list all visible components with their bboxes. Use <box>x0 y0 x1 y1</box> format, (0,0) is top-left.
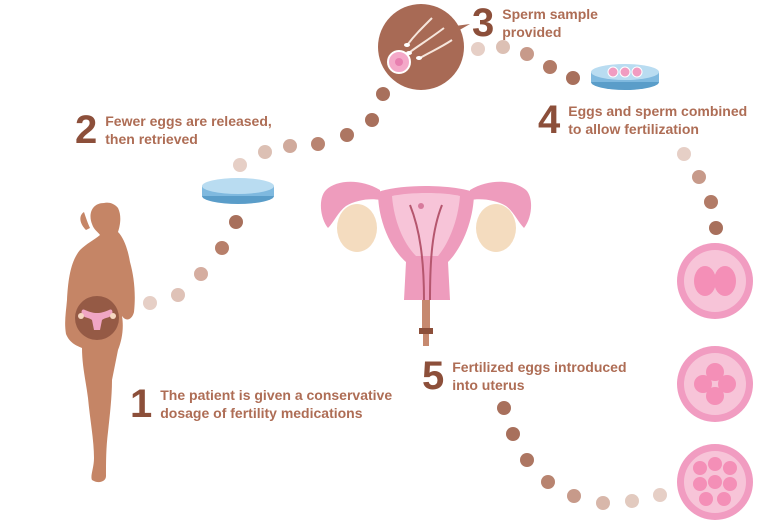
step-2-number: 2 <box>75 108 98 152</box>
step-5: 5 Fertilized eggs introduced into uterus <box>422 354 627 398</box>
step-5-number: 5 <box>422 354 445 398</box>
step-2-line-1: Fewer eggs are released, <box>105 113 272 129</box>
dotted-path-4-to-embryos <box>677 147 723 235</box>
step-5-text: Fertilized eggs introduced into uterus <box>452 358 626 394</box>
step-4-line-2: to allow fertilization <box>568 121 699 137</box>
uterus-illustration <box>320 181 532 301</box>
uterus-badge-icon <box>78 309 116 330</box>
step-1: 1 The patient is given a conservative do… <box>130 382 392 426</box>
step-5-line-2: into uterus <box>452 377 525 393</box>
patient-silhouette <box>65 202 135 483</box>
step-3: 3 Sperm sample provided <box>472 1 598 45</box>
step-3-number: 3 <box>472 1 495 45</box>
sperm-tail-icon <box>455 24 470 32</box>
petri-dish-with-eggs <box>591 64 659 90</box>
step-3-line-1: Sperm sample <box>502 6 598 22</box>
step-1-number: 1 <box>130 382 153 426</box>
step-3-line-2: provided <box>502 24 562 40</box>
embryo-eight-cell <box>677 444 753 520</box>
step-1-text: The patient is given a conservative dosa… <box>160 386 392 422</box>
dotted-path-embryos-to-5 <box>497 401 667 510</box>
dotted-path-1-to-2 <box>143 215 243 310</box>
petri-dish-empty <box>202 178 274 204</box>
step-1-line-2: dosage of fertility medications <box>160 405 363 421</box>
embryo-four-cell <box>677 346 753 422</box>
step-1-line-1: The patient is given a conservative <box>160 387 393 403</box>
step-5-line-1: Fertilized eggs introduced <box>452 359 627 375</box>
step-4-line-1: Eggs and sperm combined <box>568 103 748 119</box>
step-2-text: Fewer eggs are released, then retrieved <box>105 112 272 148</box>
dotted-path-3-to-4 <box>471 40 580 85</box>
step-4-number: 4 <box>538 98 561 142</box>
step-3-text: Sperm sample provided <box>502 5 598 41</box>
step-4: 4 Eggs and sperm combined to allow ferti… <box>538 98 747 142</box>
dotted-path-2-to-3 <box>233 87 390 172</box>
sperm-sample-icon <box>378 4 464 90</box>
embryo-two-cell <box>677 243 753 319</box>
step-2: 2 Fewer eggs are released, then retrieve… <box>75 108 272 152</box>
step-2-line-2: then retrieved <box>105 131 198 147</box>
step-4-text: Eggs and sperm combined to allow fertili… <box>568 102 747 138</box>
catheter-icon <box>419 300 433 346</box>
